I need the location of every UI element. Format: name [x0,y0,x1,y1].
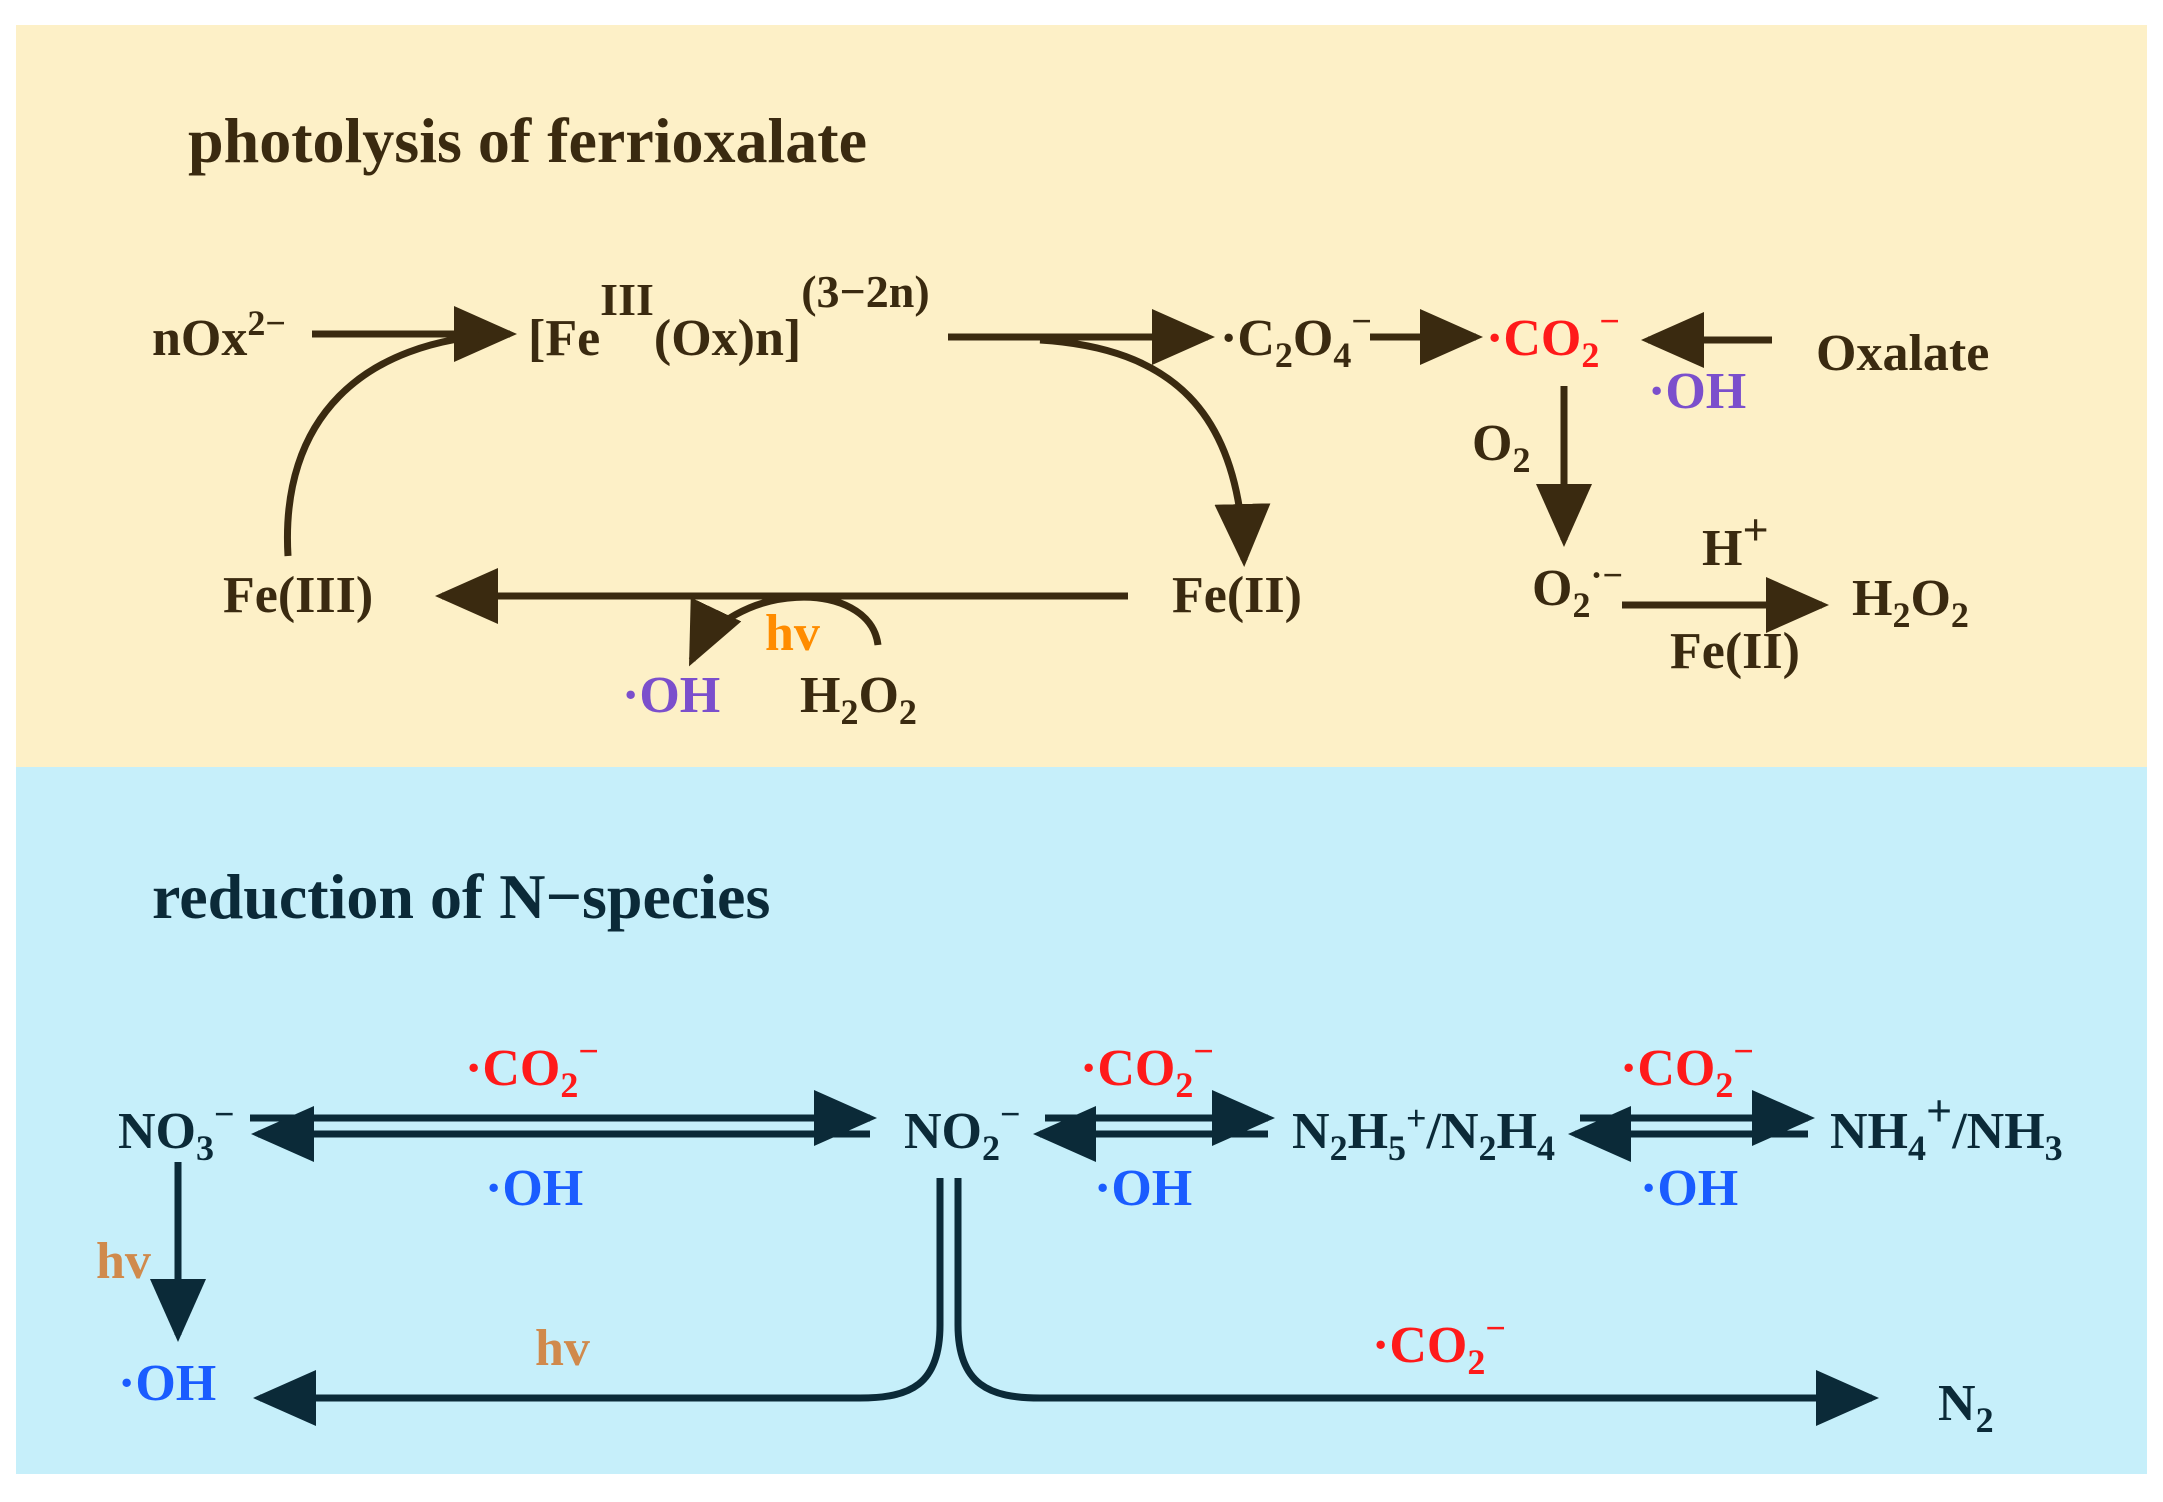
h2o2-bottom: H2O2 [800,667,917,732]
co2-radical-top: ·CO2− [1486,301,1620,375]
fe3-label: Fe(III) [223,567,373,624]
oh-radical-1: ·OH [485,1160,583,1217]
oh-radical-2: ·OH [1094,1160,1192,1217]
h-plus-label: H+ [1702,504,1769,577]
oh-radical-top-bottom: ·OH [622,667,720,724]
hv-left: hv [96,1233,151,1290]
no3-label: NO3− [118,1094,235,1168]
n2-label: N2 [1938,1375,1994,1440]
ammonium-label: NH4+/NH3 [1830,1085,2063,1168]
superoxide-label: O2·− [1532,555,1623,625]
bottom-title: reduction of N−species [152,861,770,932]
fe2-label: Fe(II) [1172,567,1302,624]
arrow-curve-to-fe2 [1039,336,1271,567]
co2-radical-3: ·CO2− [1620,1031,1754,1105]
hydrazine-label: N2H5+/N2H4 [1292,1098,1555,1168]
co2-radical-1: ·CO2− [465,1031,599,1105]
nox-label: nOx2− [152,303,286,367]
h2o2-right: H2O2 [1852,570,1969,635]
top-arrows [283,306,1829,667]
no2-label: NO2− [904,1094,1021,1168]
hv-mid: hv [535,1320,590,1377]
o2-label: O2 [1472,415,1530,480]
c2o4-radical: ·C2O4− [1220,301,1372,375]
co2-radical-2: ·CO2− [1080,1031,1214,1105]
oh-radical-3: ·OH [1640,1160,1738,1217]
arrow-no2-split-right [954,1178,1879,1426]
fe2-under-arrow: Fe(II) [1670,623,1800,680]
arrow-fe3-curve [283,330,506,557]
co2-radical-4: ·CO2− [1372,1308,1506,1382]
hv-top: hv [765,605,820,662]
top-panel [16,25,2147,767]
bottom-arrows [150,1090,1879,1426]
arrow-no2-split-left [253,1178,944,1426]
arrow-h2o2-to-oh-curve [688,593,882,667]
oxalate-label: Oxalate [1816,325,1989,382]
ferrioxalate-complex: [FeIII(Ox)n](3−2n) [528,266,930,367]
oh-radical-top-right: ·OH [1648,363,1746,420]
oh-radical-left: ·OH [118,1355,216,1412]
top-title: photolysis of ferrioxalate [188,105,867,176]
